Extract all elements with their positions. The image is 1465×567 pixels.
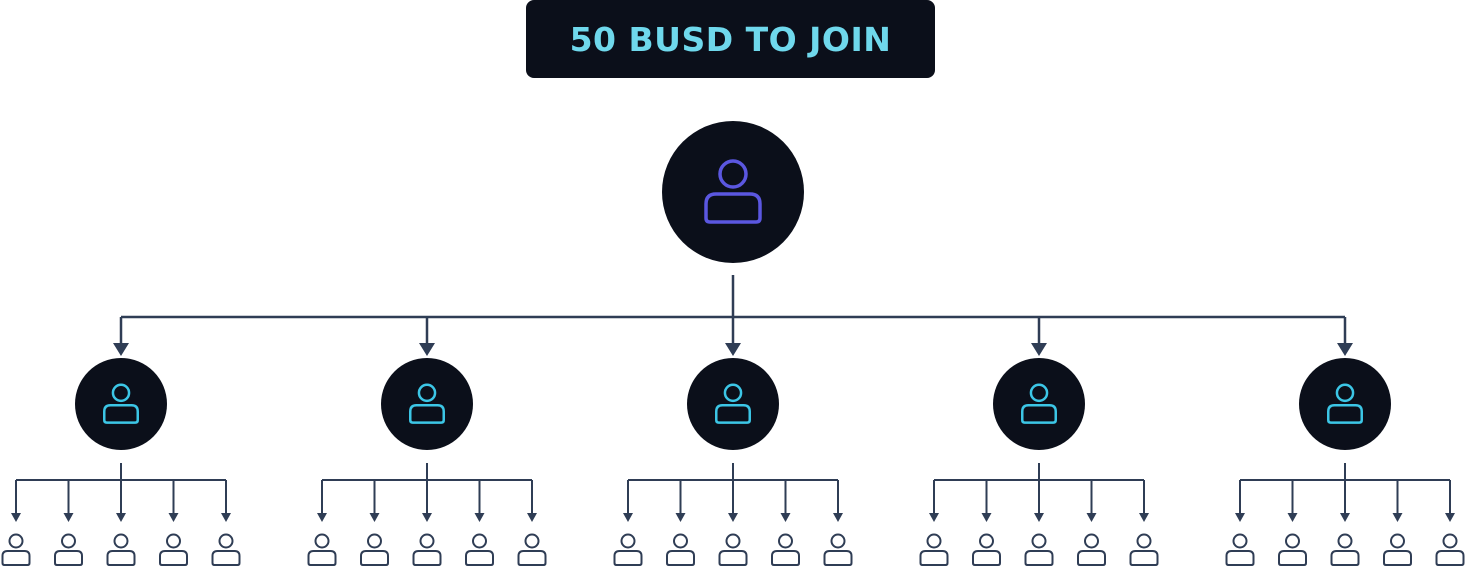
level2-user-icon (1225, 533, 1255, 566)
level2-arrow (474, 513, 485, 522)
level2-arrow (317, 513, 327, 522)
level2-user-icon (1330, 533, 1360, 566)
level2-arrow (833, 513, 843, 522)
level2-user-icon (465, 533, 494, 566)
level2-user-icon (1383, 533, 1412, 566)
level2-user-icon (1077, 533, 1106, 566)
level1-arrow (1031, 343, 1047, 356)
level2-user-icon (771, 533, 800, 566)
level2-user-icon (412, 533, 442, 566)
level2-arrow (221, 513, 231, 522)
level2-arrow (11, 513, 21, 522)
level1-arrow (113, 343, 129, 356)
level2-arrow (1287, 513, 1298, 522)
level2-user-icon (159, 533, 188, 566)
level2-arrow (1445, 513, 1455, 522)
level2-arrow (116, 513, 126, 522)
level2-arrow (1235, 513, 1245, 522)
level1-user-icon (1021, 383, 1057, 424)
level2-arrow (527, 513, 537, 522)
level2-arrow (1034, 513, 1044, 522)
level2-user-icon (718, 533, 748, 566)
level2-user-icon (360, 533, 389, 566)
level2-user-icon (211, 533, 241, 566)
level2-user-icon (517, 533, 547, 566)
level2-user-icon (106, 533, 136, 566)
level2-user-icon (919, 533, 949, 566)
level2-user-icon (1024, 533, 1054, 566)
level2-user-icon (54, 533, 83, 566)
level2-user-icon (307, 533, 337, 566)
level2-arrow (369, 513, 380, 522)
level2-arrow (168, 513, 179, 522)
level1-arrow (725, 343, 741, 356)
level2-arrow (780, 513, 791, 522)
level2-user-icon (1278, 533, 1307, 566)
level1-arrow (1337, 343, 1353, 356)
level2-arrow (929, 513, 939, 522)
level2-arrow (728, 513, 738, 522)
level2-arrow (1392, 513, 1403, 522)
level2-user-icon (1, 533, 31, 566)
level1-user-icon (715, 383, 751, 424)
level2-user-icon (823, 533, 853, 566)
title-banner: 50 BUSD TO JOIN (526, 0, 935, 78)
level2-user-icon (1129, 533, 1159, 566)
level1-arrow (419, 343, 435, 356)
level2-arrow (422, 513, 432, 522)
level1-user-icon (103, 383, 139, 424)
level2-user-icon (613, 533, 643, 566)
level2-user-icon (666, 533, 695, 566)
level2-user-icon (1435, 533, 1465, 566)
level2-arrow (981, 513, 992, 522)
root-user-icon (704, 159, 762, 224)
title-text: 50 BUSD TO JOIN (569, 19, 892, 59)
level2-arrow (63, 513, 74, 522)
root-node (662, 121, 804, 263)
level2-arrow (1139, 513, 1149, 522)
level1-user-icon (1327, 383, 1363, 424)
level2-arrow (1086, 513, 1097, 522)
level1-user-icon (409, 383, 445, 424)
level2-arrow (675, 513, 686, 522)
level2-user-icon (972, 533, 1001, 566)
level2-arrow (623, 513, 633, 522)
level2-arrow (1340, 513, 1350, 522)
